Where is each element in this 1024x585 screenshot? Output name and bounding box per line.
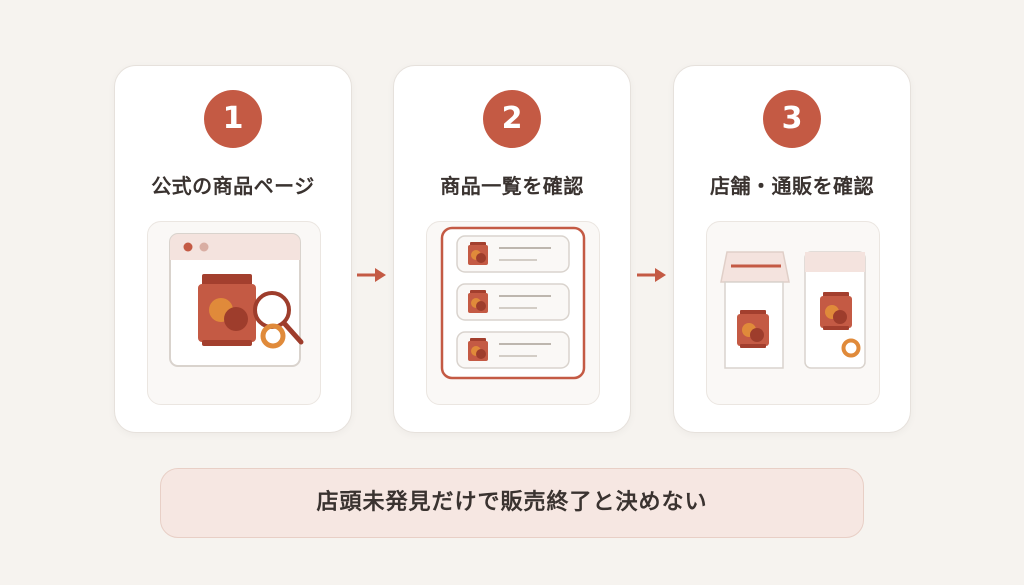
step-card-1: 1 公式の商品ページ xyxy=(114,65,352,433)
caution-note: 店頭未発見だけで販売終了と決めない xyxy=(160,468,864,538)
window-dot-icon xyxy=(199,242,209,252)
ring-icon xyxy=(841,338,861,358)
list-row-icon xyxy=(456,331,570,369)
online-shop-icon xyxy=(804,251,866,369)
step-title: 店舗・通販を確認 xyxy=(710,174,874,198)
ring-icon xyxy=(260,323,286,349)
step-title: 商品一覧を確認 xyxy=(440,174,584,198)
step-number-badge: 1 xyxy=(204,90,262,148)
step-card-2: 2 商品一覧を確認 xyxy=(393,65,631,433)
list-row-icon xyxy=(456,283,570,321)
arrow-right-icon xyxy=(637,268,666,282)
window-dot-icon xyxy=(183,242,193,252)
product-list-illustration xyxy=(426,221,600,405)
product-package-icon xyxy=(198,274,256,346)
arrow-right-icon xyxy=(357,268,386,282)
list-row-icon xyxy=(456,235,570,273)
step-card-3: 3 店舗・通販を確認 xyxy=(673,65,911,433)
step-title: 公式の商品ページ xyxy=(151,174,315,198)
store-and-online-illustration xyxy=(706,221,880,405)
store-icon xyxy=(720,251,790,369)
step-number-badge: 3 xyxy=(763,90,821,148)
step-number-badge: 2 xyxy=(483,90,541,148)
official-page-illustration xyxy=(147,221,321,405)
